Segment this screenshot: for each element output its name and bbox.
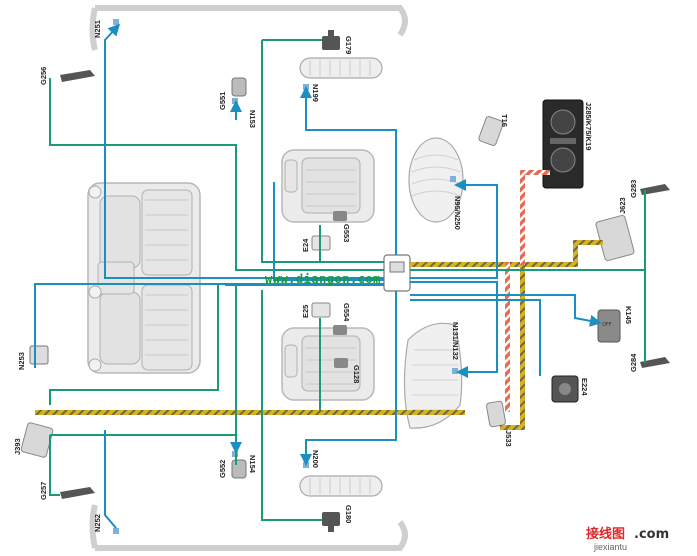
module-j533 xyxy=(486,400,506,428)
label-n199: N199 xyxy=(311,84,320,102)
label-g128: G128 xyxy=(352,365,361,383)
driver-airbag xyxy=(408,137,464,223)
label-e24: E24 xyxy=(301,238,310,252)
label-e25: E25 xyxy=(301,305,310,318)
vehicle-outline xyxy=(89,5,408,551)
sensor-g283 xyxy=(640,184,670,195)
label-g284: G284 xyxy=(629,353,638,372)
sensor-g128 xyxy=(334,358,348,368)
module-t16 xyxy=(478,116,504,146)
watermark-brand-text: 接线图 xyxy=(586,526,625,542)
watermark-site: jiexiantu xyxy=(593,542,627,552)
label-g283: G283 xyxy=(629,180,638,198)
label-g551: G551 xyxy=(218,92,227,110)
label-j393: J393 xyxy=(13,438,22,455)
label-n200: N200 xyxy=(311,450,320,468)
label-n95: N95/N250 xyxy=(453,196,462,230)
front-seat-right xyxy=(281,327,375,401)
switch-e25 xyxy=(311,302,331,318)
label-g257: G257 xyxy=(39,482,48,500)
label-n253: N253 xyxy=(17,352,26,370)
svg-text:OFF: OFF xyxy=(602,322,612,328)
label-g256: G256 xyxy=(39,67,48,85)
connector-n131 xyxy=(452,368,458,374)
blue-wires xyxy=(34,23,602,529)
module-j393 xyxy=(20,422,54,458)
sensor-g256 xyxy=(60,70,95,82)
connector-n199 xyxy=(303,84,309,90)
label-e224: E224 xyxy=(580,378,589,396)
sensor-g552 xyxy=(231,459,247,479)
label-n252: N252 xyxy=(93,514,102,532)
label-g553: G553 xyxy=(342,224,351,242)
connector-n153 xyxy=(232,98,238,104)
sensor-g257 xyxy=(60,487,95,499)
sensor-g553 xyxy=(333,211,347,221)
label-j623: J623 xyxy=(618,197,627,214)
label-n153: N153 xyxy=(248,110,257,128)
diagnostic-lines xyxy=(505,170,550,412)
passenger-airbag xyxy=(403,322,463,429)
watermark-url: www.diangon.com xyxy=(265,272,381,286)
watermark-dotcom: .com xyxy=(634,527,669,542)
module-k145: OFF xyxy=(597,309,621,343)
switch-e224 xyxy=(551,375,579,403)
can-bus-lines xyxy=(35,240,603,430)
connector-n252 xyxy=(113,528,119,534)
component-labels: N251 G256 G551 N153 G179 N199 T16 J285/K… xyxy=(13,20,638,532)
label-g180: G180 xyxy=(344,505,353,523)
label-n131: N131/N132 xyxy=(451,322,460,360)
label-n251: N251 xyxy=(93,20,102,38)
connector-n251 xyxy=(113,19,119,25)
sensor-g284 xyxy=(640,357,670,368)
sensor-g551 xyxy=(231,77,247,97)
front-seat-left xyxy=(281,149,375,223)
connector-n200 xyxy=(303,462,309,468)
label-g179: G179 xyxy=(344,36,353,54)
label-t16: T16 xyxy=(500,114,509,127)
sensor-g179 xyxy=(322,30,340,50)
curtain-airbag-bottom xyxy=(299,475,383,497)
label-k145: K145 xyxy=(624,306,633,324)
label-j285: J285/K75/K19 xyxy=(584,102,593,150)
module-j623 xyxy=(595,214,635,262)
label-n154: N154 xyxy=(248,455,257,474)
watermark-brand: 接线图 .com jiexiantu xyxy=(586,526,669,552)
green-wires xyxy=(49,39,646,521)
label-j533: J533 xyxy=(504,430,513,447)
sensor-g180 xyxy=(322,512,340,532)
sensor-g554 xyxy=(333,325,347,335)
airbag-control-unit xyxy=(383,254,411,292)
label-g552: G552 xyxy=(218,460,227,478)
module-n253 xyxy=(29,345,49,365)
curtain-airbag-top xyxy=(299,57,383,79)
connector-n95 xyxy=(450,176,456,182)
label-g554: G554 xyxy=(342,303,351,322)
instrument-cluster xyxy=(542,99,584,189)
